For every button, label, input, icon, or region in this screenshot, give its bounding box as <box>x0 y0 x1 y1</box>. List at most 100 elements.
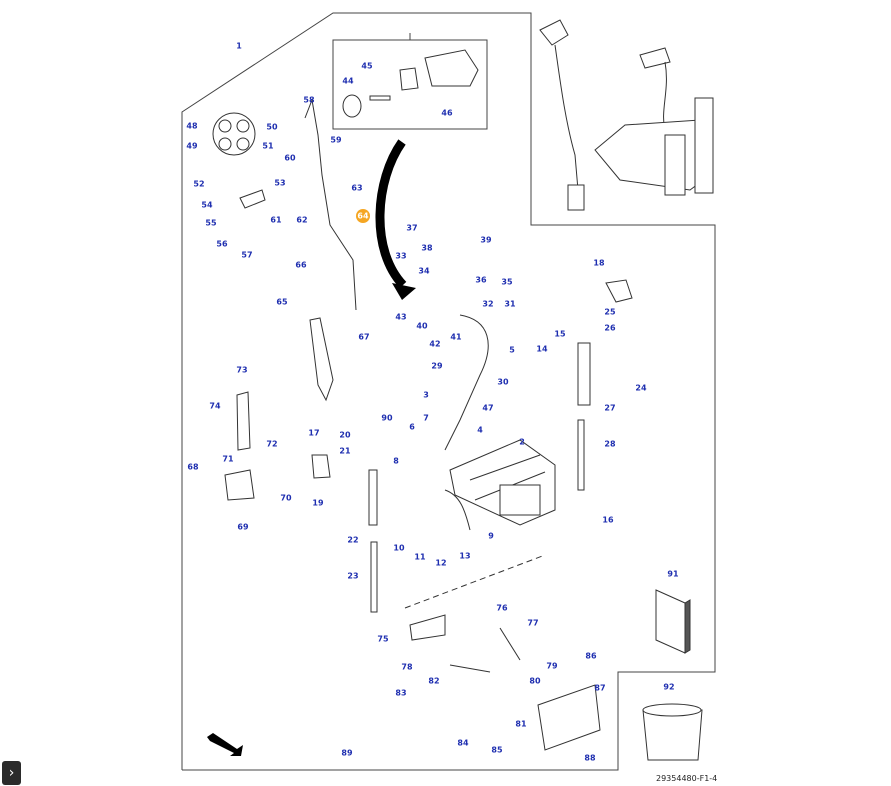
callout-32[interactable]: 32 <box>482 300 493 309</box>
callout-10[interactable]: 10 <box>393 544 405 553</box>
callout-51[interactable]: 51 <box>262 142 274 151</box>
callout-53[interactable]: 53 <box>274 179 285 188</box>
callout-13[interactable]: 13 <box>459 552 470 561</box>
callout-60[interactable]: 60 <box>284 154 296 163</box>
callout-4[interactable]: 4 <box>477 426 483 435</box>
callout-43[interactable]: 43 <box>395 313 406 322</box>
callout-21[interactable]: 21 <box>339 447 351 456</box>
callout-42[interactable]: 42 <box>429 340 440 349</box>
callout-65[interactable]: 65 <box>276 298 288 307</box>
main-valve-assembly <box>444 314 556 531</box>
callout-48[interactable]: 48 <box>186 122 198 131</box>
callout-92[interactable]: 92 <box>663 683 674 692</box>
callout-76[interactable]: 76 <box>496 604 508 613</box>
callout-39[interactable]: 39 <box>480 236 492 245</box>
callout-90[interactable]: 90 <box>381 414 393 423</box>
callout-16[interactable]: 16 <box>602 516 614 525</box>
callout-58[interactable]: 58 <box>303 96 315 105</box>
callout-67[interactable]: 67 <box>358 333 369 342</box>
callout-50[interactable]: 50 <box>266 123 278 132</box>
callout-54[interactable]: 54 <box>201 201 213 210</box>
inset-43-parts <box>342 49 479 118</box>
callout-80[interactable]: 80 <box>529 677 541 686</box>
callout-70[interactable]: 70 <box>280 494 292 503</box>
callout-7[interactable]: 7 <box>423 414 429 423</box>
callout-18[interactable]: 18 <box>593 259 605 268</box>
callout-61[interactable]: 61 <box>270 216 282 225</box>
callout-71[interactable]: 71 <box>222 455 234 464</box>
callout-20[interactable]: 20 <box>339 431 351 440</box>
callout-91[interactable]: 91 <box>667 570 679 579</box>
callout-66[interactable]: 66 <box>295 261 307 270</box>
callout-84[interactable]: 84 <box>457 739 469 748</box>
callout-15[interactable]: 15 <box>554 330 566 339</box>
callout-85[interactable]: 85 <box>491 746 503 755</box>
callout-29[interactable]: 29 <box>431 362 443 371</box>
callout-87[interactable]: 87 <box>594 684 605 693</box>
chevron-right-icon: › <box>8 765 15 781</box>
callout-79[interactable]: 79 <box>546 662 558 671</box>
callout-78[interactable]: 78 <box>401 663 413 672</box>
levers <box>224 279 633 613</box>
expand-panel-button[interactable]: › <box>2 761 21 785</box>
callout-34[interactable]: 34 <box>418 267 430 276</box>
callout-40[interactable]: 40 <box>416 322 428 331</box>
callout-75[interactable]: 75 <box>377 635 389 644</box>
callout-28[interactable]: 28 <box>604 440 616 449</box>
callout-23[interactable]: 23 <box>347 572 358 581</box>
callout-25[interactable]: 25 <box>604 308 616 317</box>
callout-69[interactable]: 69 <box>237 523 249 532</box>
callout-89[interactable]: 89 <box>341 749 353 758</box>
callout-5[interactable]: 5 <box>509 346 515 355</box>
callout-11[interactable]: 11 <box>414 553 426 562</box>
callout-59[interactable]: 59 <box>330 136 342 145</box>
callout-19[interactable]: 19 <box>312 499 324 508</box>
callout-2[interactable]: 2 <box>519 438 525 447</box>
callout-3[interactable]: 3 <box>423 391 429 400</box>
callout-highlight <box>356 209 370 223</box>
callout-44[interactable]: 44 <box>342 77 354 86</box>
callout-6[interactable]: 6 <box>409 423 415 432</box>
callout-45[interactable]: 45 <box>361 62 373 71</box>
callout-77[interactable]: 77 <box>527 619 538 628</box>
callout-26[interactable]: 26 <box>604 324 616 333</box>
callout-56[interactable]: 56 <box>216 240 228 249</box>
callout-35[interactable]: 35 <box>501 278 513 287</box>
callout-17[interactable]: 17 <box>308 429 319 438</box>
callout-72[interactable]: 72 <box>266 440 277 449</box>
book-and-can <box>642 589 703 761</box>
callout-12[interactable]: 12 <box>435 559 446 568</box>
callout-9[interactable]: 9 <box>488 532 494 541</box>
callout-62[interactable]: 62 <box>296 216 307 225</box>
callout-74[interactable]: 74 <box>209 402 221 411</box>
callout-27[interactable]: 27 <box>604 404 615 413</box>
callout-24[interactable]: 24 <box>635 384 647 393</box>
callout-55[interactable]: 55 <box>205 219 217 228</box>
callout-52[interactable]: 52 <box>193 180 204 189</box>
callout-8[interactable]: 8 <box>393 457 399 466</box>
callout-36[interactable]: 36 <box>475 276 487 285</box>
callout-68[interactable]: 68 <box>187 463 199 472</box>
callout-63[interactable]: 63 <box>351 184 362 193</box>
callout-57[interactable]: 57 <box>241 251 252 260</box>
callout-31[interactable]: 31 <box>504 300 516 309</box>
callout-22[interactable]: 22 <box>347 536 358 545</box>
callout-81[interactable]: 81 <box>515 720 527 729</box>
callout-64[interactable]: 64 <box>357 212 369 221</box>
figure-reference: 29354480-F1-4 <box>656 774 717 783</box>
callout-1[interactable]: 1 <box>236 42 242 51</box>
callout-33[interactable]: 33 <box>395 252 406 261</box>
callout-86[interactable]: 86 <box>585 652 597 661</box>
callout-41[interactable]: 41 <box>450 333 462 342</box>
callout-88[interactable]: 88 <box>584 754 596 763</box>
callout-47[interactable]: 47 <box>482 404 493 413</box>
callout-14[interactable]: 14 <box>536 345 548 354</box>
callout-83[interactable]: 83 <box>395 689 406 698</box>
callout-49[interactable]: 49 <box>186 142 198 151</box>
callout-30[interactable]: 30 <box>497 378 509 387</box>
callout-46[interactable]: 46 <box>441 109 453 118</box>
callout-82[interactable]: 82 <box>428 677 439 686</box>
callout-73[interactable]: 73 <box>236 366 247 375</box>
callout-37[interactable]: 37 <box>406 224 417 233</box>
callout-38[interactable]: 38 <box>421 244 433 253</box>
